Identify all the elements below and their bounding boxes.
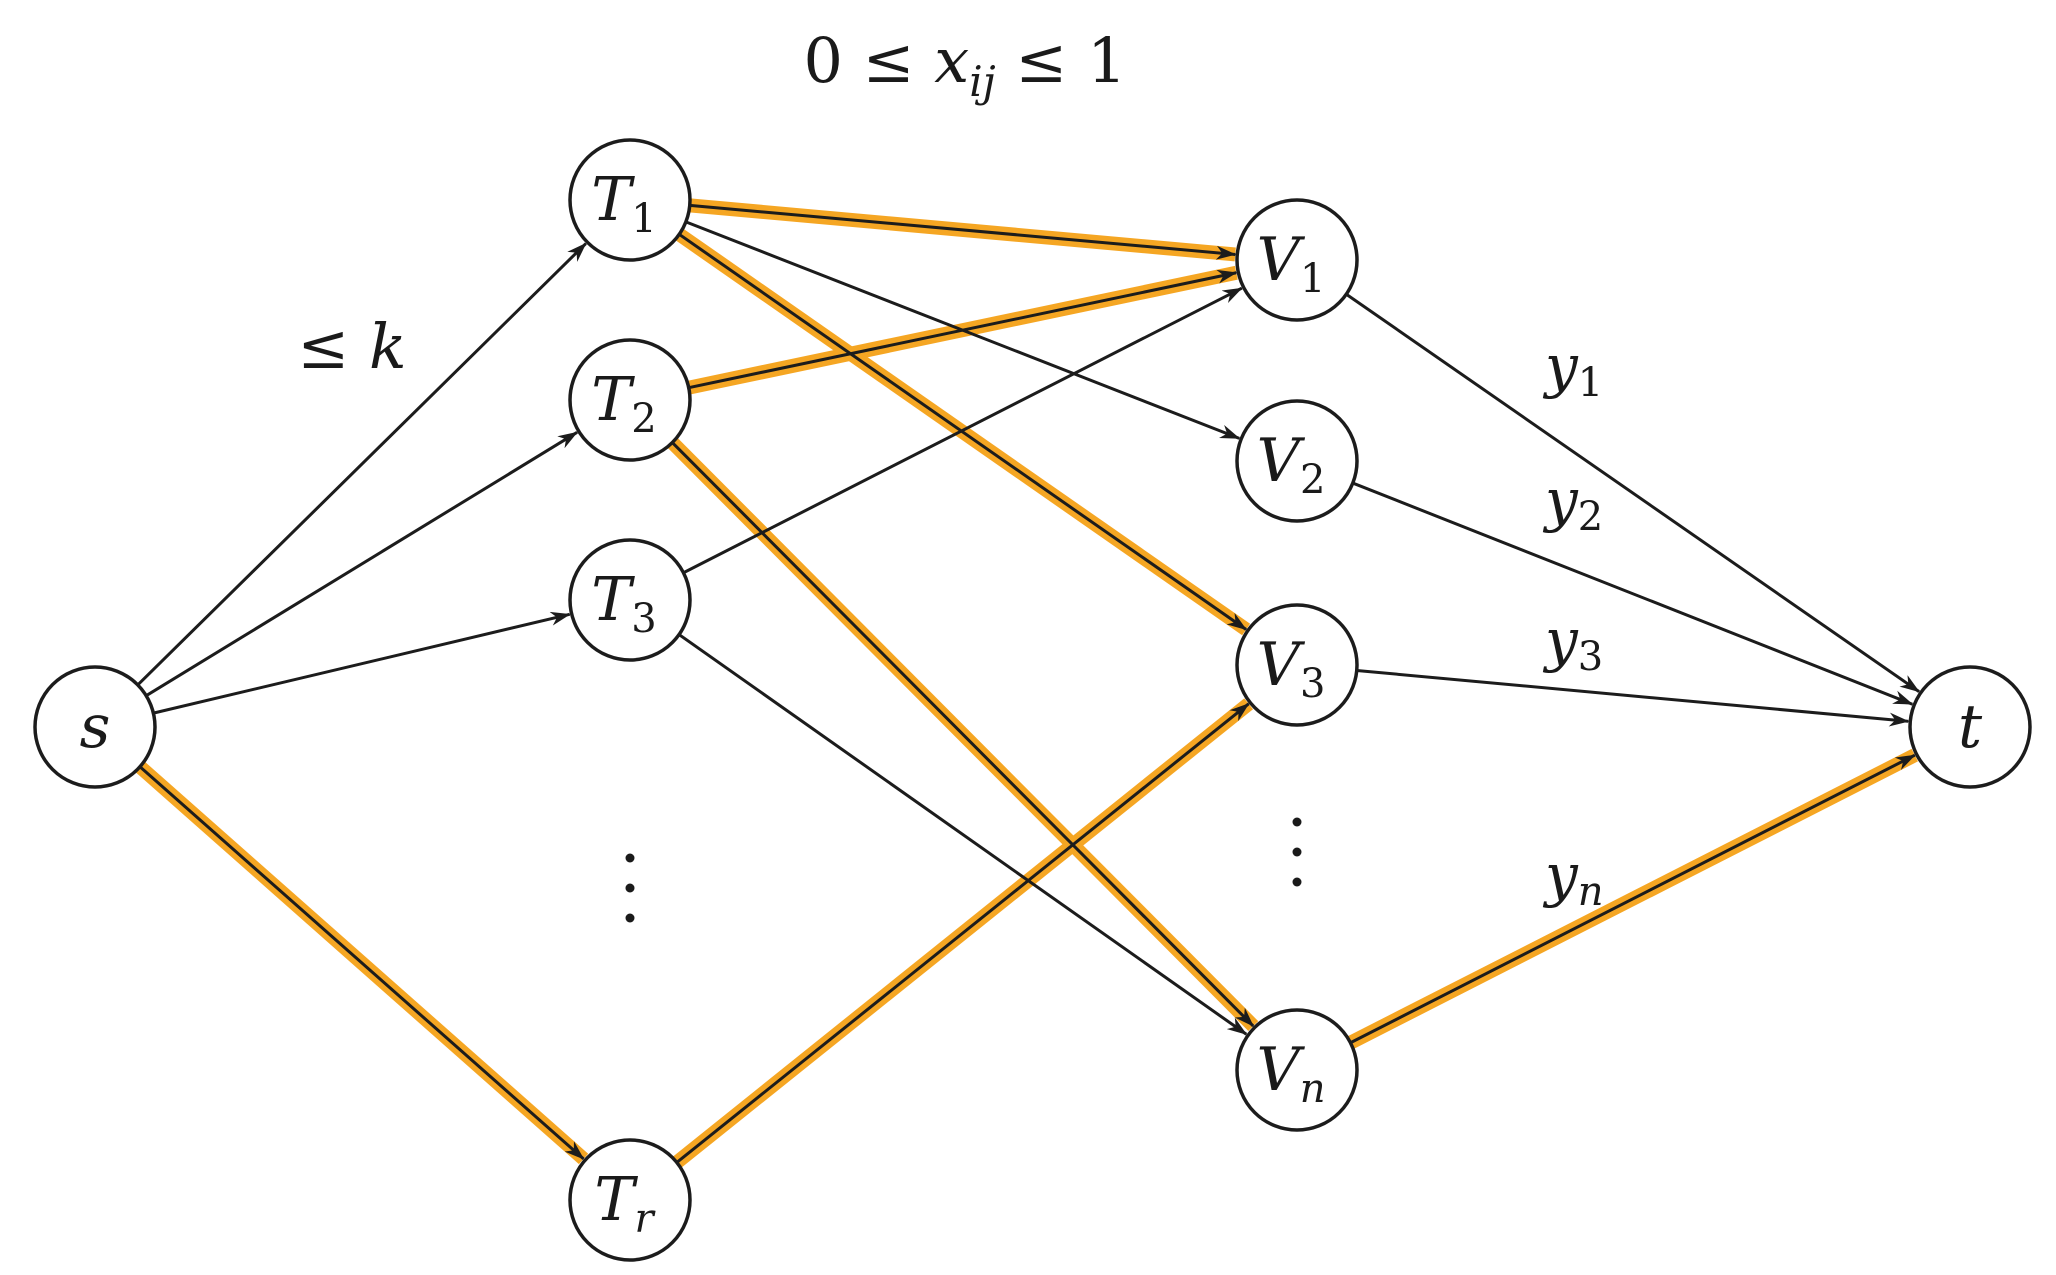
edge-layer (136, 203, 1920, 1164)
node-vn-label: Vn (1256, 1035, 1325, 1112)
node-s-circle (33, 665, 157, 789)
node-v2-label: V2 (1257, 426, 1326, 503)
node-v3-circle (1235, 603, 1359, 727)
sink-label-yn: yn (1542, 841, 1604, 915)
node-tr: Tr (568, 1138, 692, 1262)
constraint-suffix: ≤ 1 (996, 24, 1127, 97)
node-t1: T1 (568, 138, 692, 262)
node-s-label: s (80, 692, 111, 762)
node-v3-label: V3 (1257, 630, 1326, 707)
node-t3-label: T3 (591, 565, 656, 642)
node-vn-circle (1235, 1008, 1359, 1132)
edge-tr-to-v3 (675, 702, 1250, 1164)
edge-t3-to-vn (678, 633, 1248, 1036)
node-tr-circle (568, 1138, 692, 1262)
v-nodes-ellipsis (1292, 817, 1302, 887)
source-capacity-var: k (369, 310, 407, 383)
node-t2: T2 (568, 338, 692, 462)
edge-t1-to-v1 (689, 203, 1237, 260)
edge-t2-to-v1 (688, 269, 1238, 390)
edge-s-to-tr (138, 765, 585, 1161)
node-v2-circle (1235, 399, 1359, 523)
node-t-label: t (1958, 692, 1983, 762)
edge-vn-to-t (1349, 753, 1916, 1045)
constraint-var: x (934, 24, 969, 97)
edge-v3-to-t (1356, 669, 1910, 727)
edge-s-to-t3 (153, 611, 571, 715)
edge-s-to-t1 (136, 242, 587, 686)
edge-t3-to-v1 (682, 286, 1243, 575)
t-nodes-ellipsis (625, 853, 635, 923)
sink-label-y3: y3 (1542, 606, 1603, 680)
node-s: s (33, 665, 157, 789)
node-vn: Vn (1235, 1008, 1359, 1132)
node-v1-label: V1 (1257, 225, 1326, 302)
constraint-sub: ij (969, 57, 995, 106)
edge-t2-to-vn (671, 441, 1255, 1028)
node-t1-label: T1 (591, 165, 656, 242)
node-v1: V1 (1235, 198, 1359, 322)
constraint-prefix: 0 ≤ (803, 24, 934, 97)
source-capacity-label: ≤ k (297, 310, 406, 383)
node-t2-label: T2 (591, 365, 656, 442)
sink-label-y1: y1 (1542, 332, 1603, 406)
node-t3-circle (568, 538, 692, 662)
source-capacity-symbol: ≤ (297, 310, 369, 383)
sink-edge-labels: y1 y2 y3 yn (1542, 332, 1604, 915)
sink-label-y2: y2 (1542, 466, 1603, 540)
node-t2-circle (568, 338, 692, 462)
node-v1-circle (1235, 198, 1359, 322)
capacity-constraint-label: 0 ≤ xij ≤ 1 (803, 24, 1126, 106)
edge-v1-to-t (1345, 292, 1920, 693)
node-tr-label: Tr (594, 1165, 656, 1242)
node-t: t (1908, 665, 2032, 789)
node-v2: V2 (1235, 399, 1359, 523)
node-v3: V3 (1235, 603, 1359, 727)
node-t1-circle (568, 138, 692, 262)
node-t3: T3 (568, 538, 692, 662)
edge-v2-to-t (1352, 481, 1914, 706)
edge-s-to-t2 (145, 431, 578, 697)
node-t-circle (1908, 665, 2032, 789)
